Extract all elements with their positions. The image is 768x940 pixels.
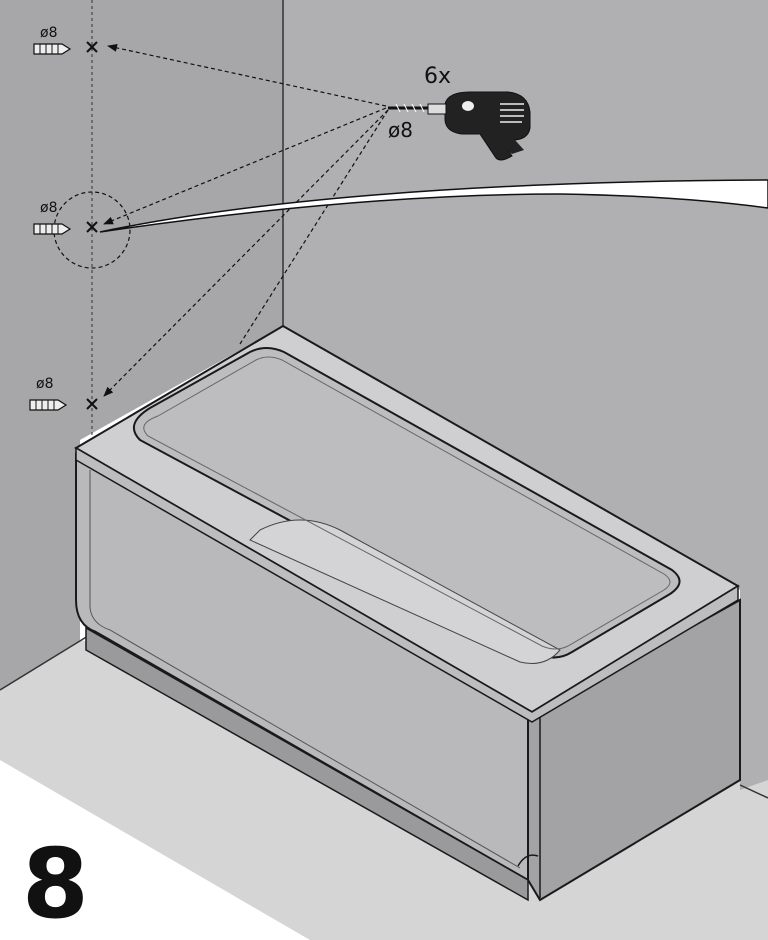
- wall-plug-icon: [33, 223, 72, 235]
- left-wall: [0, 0, 283, 690]
- plug-top-size-label: ø8: [40, 25, 57, 41]
- power-drill-icon: [388, 91, 531, 161]
- panel-clip: [517, 854, 539, 867]
- wall-plug-icon: [29, 399, 68, 411]
- bathtub-basin: [132, 347, 681, 659]
- bathtub-front-panel-inner: [89, 470, 521, 869]
- wall-plug-icon: [33, 43, 72, 55]
- floor-edge-line: [0, 635, 89, 691]
- drill-count-label: 6x: [424, 64, 451, 89]
- step-number: 8: [22, 828, 89, 940]
- floor-edge-line-right: [739, 784, 768, 799]
- drill-diameter-label: ø8: [388, 118, 413, 142]
- detail-leader-swoosh: [99, 179, 768, 233]
- bathtub-basin-floor: [249, 519, 561, 664]
- bathtub-base-shadow: [85, 626, 529, 902]
- dashed-arrow-top: [107, 43, 387, 107]
- bathtub-rim-edge: [75, 446, 739, 723]
- dashed-arrow-middle: [103, 107, 387, 225]
- bathtub-basin-inner-rim: [143, 356, 671, 650]
- drill-mark-bottom: [86, 398, 98, 410]
- plug-middle-size-label: ø8: [40, 200, 57, 216]
- drill-mark-top: [86, 41, 98, 53]
- drill-mark-middle: [86, 221, 98, 233]
- plug-bottom-size-label: ø8: [36, 376, 53, 392]
